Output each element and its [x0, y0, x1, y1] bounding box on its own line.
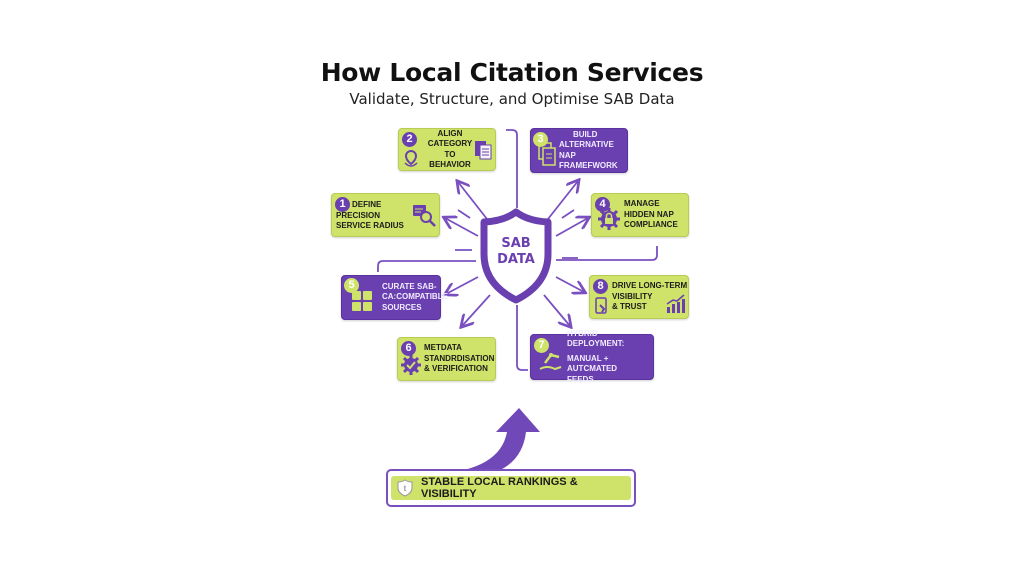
arrow-to-step-1 [445, 218, 479, 237]
step-label: BUILD ALTERNATIVE NAP FRAMEFWORK [559, 129, 618, 171]
spoke-left [457, 209, 471, 219]
location-pin-icon [404, 149, 418, 167]
step-number: 4 [595, 197, 610, 212]
arrow-to-step-4 [555, 218, 588, 237]
step-3-card: 3 BUILD ALTERNATIVE NAP FRAMEFWORK [530, 128, 628, 173]
arrow-to-step-5 [446, 276, 479, 294]
line-right-mid [556, 246, 658, 261]
step-1-card: 1 DEFINE PRECISION SERVICE RADIUS [331, 193, 440, 237]
shield-icon [480, 208, 552, 304]
diagram-title: How Local Citation Services [320, 58, 704, 87]
step-number: 6 [401, 341, 416, 356]
arrow-to-step-3 [547, 181, 578, 220]
step-8-card: 8 DRIVE LONG-TERM VISIBILITY & TRUST [589, 275, 689, 319]
curved-arrow-icon [436, 408, 540, 479]
phone-touch-icon [595, 297, 607, 314]
step-label: ALIGN CATEGORY TO BEHAVIOR [427, 128, 473, 170]
line-left-mid [377, 260, 476, 272]
diagram-subtitle: Validate, Structure, and Optimise SAB Da… [349, 90, 675, 108]
arrow-to-step-8 [555, 276, 584, 292]
step-7-card: 7 HYBRID DEPLOYMENT: MANUAL + AUTCMATED … [530, 329, 654, 384]
spoke-right [561, 209, 575, 219]
result-label: STABLE LOCAL RANKINGS & VISIBILITY [421, 476, 578, 500]
step-label: MANAGE HIDDEN NAP COMPLIANCE [624, 199, 678, 230]
step-number: 5 [344, 278, 359, 293]
line-top-center [506, 129, 518, 208]
step-label: CURATE SAB- CA:COMPATIBLE SOURCES [382, 281, 448, 312]
documents-icon [538, 142, 556, 166]
step-label: DEFINE PRECISION SERVICE RADIUS [336, 200, 404, 231]
document-list-icon [475, 141, 492, 160]
arrow-to-step-7 [543, 294, 570, 326]
step-number: 8 [593, 279, 608, 294]
step-label: HYBRID DEPLOYMENT: MANUAL + AUTCMATED FE… [567, 328, 625, 384]
step-5-card: 5 CURATE SAB- CA:COMPATIBLE SOURCES [341, 275, 448, 320]
gear-lock-icon [598, 208, 620, 230]
center-shield: SAB DATA [478, 208, 554, 304]
line-bottom-center [516, 305, 528, 371]
center-label: SAB DATA [497, 236, 535, 267]
step-number: 7 [534, 338, 549, 353]
step-number: 1 [335, 197, 350, 212]
map-search-icon [413, 205, 436, 227]
step-6-card: 6 METDATA STANDRDISATION & VERIFICATION [397, 337, 496, 381]
growth-chart-icon [666, 294, 685, 313]
gear-check-icon [401, 355, 421, 375]
step-4-card: 4 MANAGE HIDDEN NAP COMPLIANCE [591, 193, 689, 237]
arrow-to-step-2 [458, 182, 488, 220]
arrow-to-step-6 [462, 294, 491, 326]
svg-text:t: t [404, 484, 407, 493]
result-banner: t STABLE LOCAL RANKINGS & VISIBILITY [391, 476, 631, 500]
step-2-card: 2 ALIGN CATEGORY TO BEHAVIOR [398, 128, 496, 171]
robot-arm-icon [539, 353, 562, 371]
step-label: DRIVE LONG-TERM VISIBILITY & TRUST [612, 281, 688, 312]
grid-blocks-icon [352, 291, 372, 311]
step-number: 2 [402, 132, 417, 147]
shield-icon: t [397, 479, 413, 497]
step-label: METDATA STANDRDISATION & VERIFICATION [424, 343, 495, 374]
